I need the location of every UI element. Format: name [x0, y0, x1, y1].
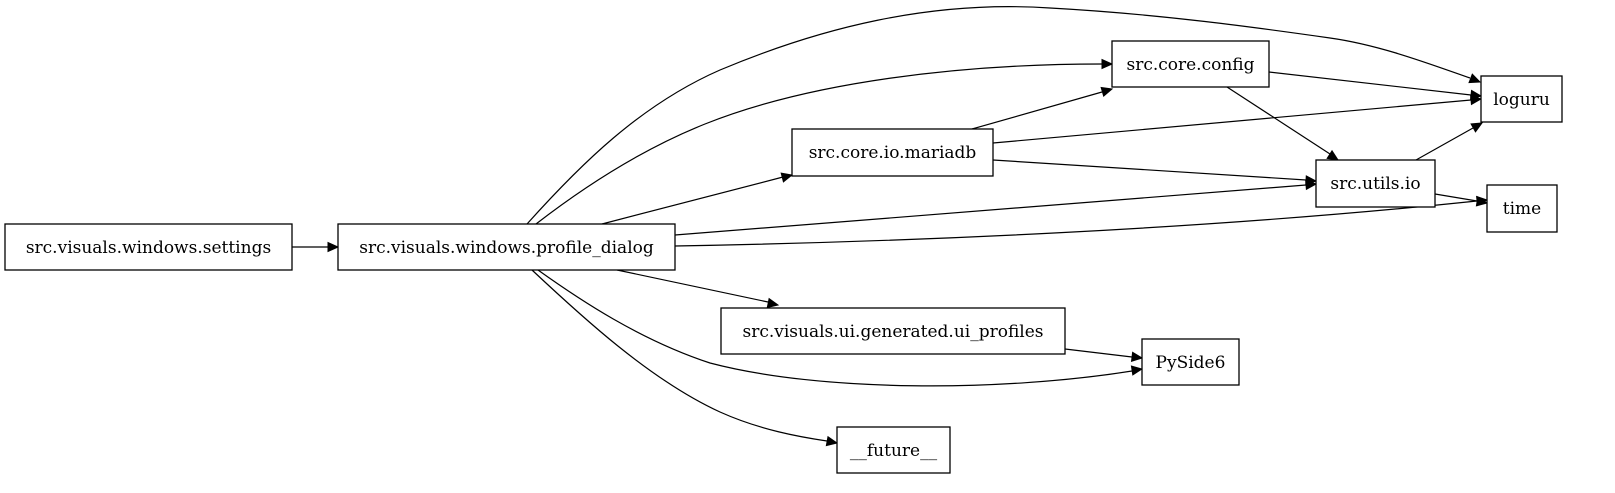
edge-profile_dialog-to-config — [535, 58, 1114, 225]
edge-config-to-loguru — [1268, 71, 1483, 101]
nodes-layer: src.visuals.windows.settings src.visuals… — [4, 40, 1563, 474]
node-box — [1111, 40, 1270, 88]
edge-line — [1064, 348, 1133, 358]
arrowhead-icon — [1101, 58, 1114, 70]
arrowhead-icon — [1130, 351, 1144, 362]
node-pyside6[interactable]: PySide6 — [1141, 338, 1240, 386]
arrowhead-icon — [780, 172, 794, 183]
node-label: src.visuals.ui.generated.ui_profiles — [742, 322, 1043, 342]
node-label: time — [1503, 199, 1541, 219]
node-time[interactable]: time — [1486, 184, 1558, 233]
node-label: loguru — [1493, 90, 1550, 110]
arrowhead-icon — [1469, 89, 1483, 101]
edge-line — [1415, 127, 1474, 161]
arrowhead-icon — [1305, 175, 1318, 186]
arrowhead-icon — [1475, 196, 1489, 207]
node-box — [1486, 184, 1558, 233]
edge-config-to-utils_io — [1226, 86, 1340, 161]
node-box — [1141, 338, 1240, 386]
node-label: src.core.io.mariadb — [809, 143, 977, 163]
node-box — [1315, 159, 1436, 208]
arrowhead-icon — [1468, 73, 1482, 84]
node-settings[interactable]: src.visuals.windows.settings — [4, 223, 293, 271]
edge-line — [526, 6, 1471, 225]
arrowhead-icon — [1130, 365, 1144, 376]
edge-profile_dialog-to-ui_profiles — [616, 269, 780, 309]
edges-layer — [292, 6, 1489, 447]
node-box — [4, 223, 293, 271]
edge-utils_io-to-time — [1434, 193, 1489, 207]
edge-line — [601, 176, 784, 225]
node-profile-dialog[interactable]: src.visuals.windows.profile_dialog — [337, 223, 676, 271]
node-label: src.visuals.windows.settings — [26, 238, 271, 258]
arrowhead-icon — [327, 241, 340, 253]
arrowhead-icon — [766, 297, 780, 309]
edge-line — [674, 200, 1478, 247]
edge-ui_profiles-to-pyside6 — [1064, 348, 1144, 362]
edge-profile_dialog-to-loguru — [526, 6, 1482, 225]
node-mariadb[interactable]: src.core.io.mariadb — [791, 128, 994, 177]
edge-profile_dialog-to-future — [531, 269, 839, 447]
edge-line — [1434, 193, 1478, 202]
edge-line — [616, 269, 769, 303]
node-label: src.utils.io — [1330, 174, 1420, 194]
node-label: PySide6 — [1156, 353, 1226, 373]
node-box — [791, 128, 994, 177]
edge-settings-to-profile_dialog — [292, 241, 340, 253]
arrowhead-icon — [1100, 86, 1114, 98]
edge-utils_io-to-loguru — [1415, 122, 1484, 161]
edge-profile_dialog-to-utils_io — [674, 179, 1318, 236]
node-label: src.core.config — [1126, 55, 1254, 75]
node-box — [337, 223, 676, 271]
node-box — [1480, 75, 1563, 123]
edge-line — [535, 63, 1103, 225]
node-label: __future__ — [850, 441, 938, 461]
edge-line — [992, 99, 1472, 144]
node-config[interactable]: src.core.config — [1111, 40, 1270, 88]
edge-line — [531, 269, 828, 442]
edge-mariadb-to-utils_io — [992, 159, 1318, 186]
edge-line — [674, 184, 1307, 236]
edge-profile_dialog-to-pyside6 — [537, 269, 1144, 387]
node-utils-io[interactable]: src.utils.io — [1315, 159, 1436, 208]
edge-line — [971, 91, 1103, 130]
edge-line — [1268, 71, 1472, 96]
edge-line — [537, 269, 1133, 387]
edge-line — [992, 159, 1307, 181]
arrowhead-icon — [1470, 122, 1484, 133]
arrowhead-icon — [1326, 149, 1340, 161]
edge-profile_dialog-to-mariadb — [601, 172, 794, 225]
node-ui-profiles[interactable]: src.visuals.ui.generated.ui_profiles — [720, 307, 1066, 355]
node-box — [720, 307, 1066, 355]
node-label: src.visuals.windows.profile_dialog — [359, 238, 654, 258]
arrowhead-icon — [825, 435, 839, 447]
node-future[interactable]: __future__ — [836, 426, 951, 474]
node-loguru[interactable]: loguru — [1480, 75, 1563, 123]
edge-line — [1226, 86, 1331, 155]
node-box — [836, 426, 951, 474]
edge-mariadb-to-config — [971, 86, 1114, 130]
